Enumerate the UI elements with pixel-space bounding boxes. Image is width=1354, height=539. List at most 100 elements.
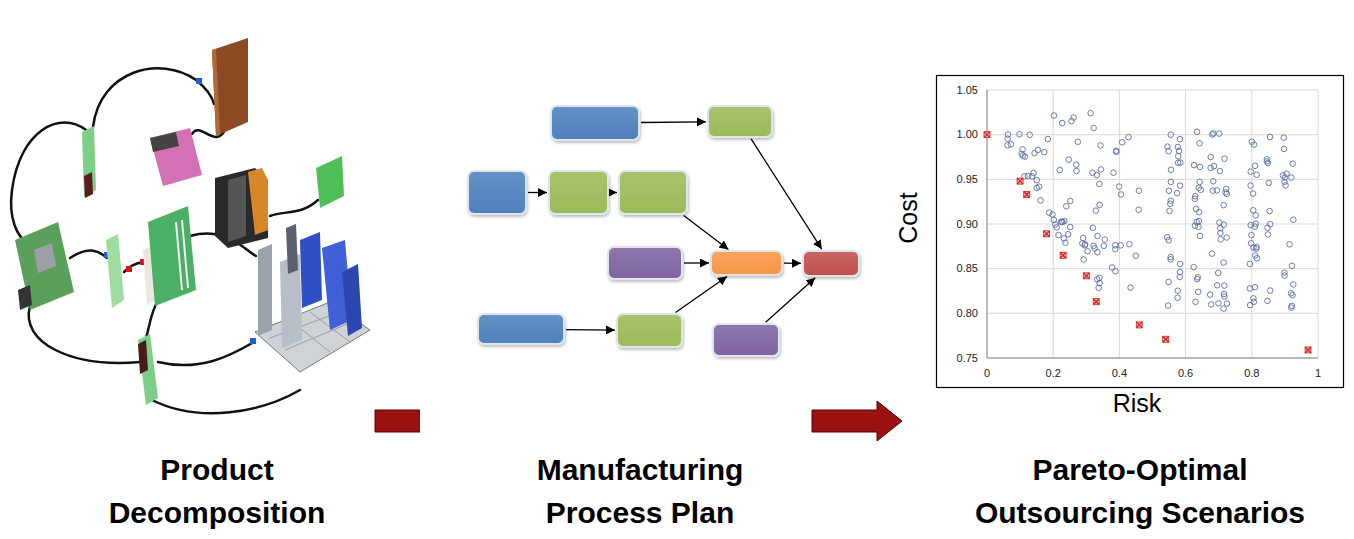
- scenario-point: [1113, 148, 1119, 154]
- scenario-point: [1221, 291, 1227, 297]
- scenario-point: [1167, 208, 1173, 214]
- flow-arrow: [641, 121, 706, 123]
- gridline: [987, 358, 1318, 359]
- scenario-point: [1054, 225, 1060, 231]
- power-supply: [248, 168, 268, 235]
- scenario-point: [1197, 233, 1203, 239]
- scenario-point: [1250, 208, 1256, 214]
- tick-label: 0.95: [957, 173, 978, 186]
- scenario-point: [1175, 288, 1181, 294]
- scenario-point: [1118, 243, 1124, 249]
- scenario-point: [1088, 110, 1094, 116]
- scenario-point: [1251, 299, 1257, 305]
- scenario-point: [1265, 232, 1271, 238]
- scenario-point: [1074, 168, 1080, 174]
- scenario-point: [1092, 246, 1098, 252]
- scenario-point: [1090, 170, 1096, 176]
- scenario-point: [1050, 212, 1056, 218]
- scenario-point: [1194, 129, 1200, 135]
- pareto-point: [1017, 178, 1023, 184]
- scenario-point: [1177, 136, 1183, 142]
- wire: [270, 200, 318, 216]
- scenario-point: [1056, 232, 1062, 238]
- wire: [29, 306, 140, 363]
- scenario-point: [1133, 253, 1139, 259]
- scenario-point: [1196, 218, 1202, 224]
- scenario-point: [1193, 299, 1199, 305]
- flow-arrow: [610, 192, 617, 193]
- tick-label: 0.8: [1244, 367, 1259, 380]
- scenario-point: [1017, 131, 1023, 137]
- scenario-point: [1224, 301, 1230, 307]
- chart-frame: [937, 76, 1344, 388]
- process-box: [707, 105, 773, 138]
- flow-arrow: [528, 192, 547, 193]
- scenario-point: [1222, 283, 1228, 289]
- tick-label: 0.80: [957, 307, 978, 320]
- axis-title: Cost: [893, 192, 923, 243]
- tick-label: 0.85: [957, 262, 978, 275]
- pcb-card: [34, 243, 56, 273]
- pareto-point: [1136, 322, 1142, 328]
- tick-label: 0.90: [957, 218, 978, 231]
- scenario-point: [1126, 134, 1132, 140]
- process-box: [548, 170, 609, 215]
- scenario-point: [1216, 301, 1222, 307]
- scenario-point: [1097, 181, 1103, 187]
- pareto-point: [1093, 299, 1099, 305]
- scenario-point: [1197, 140, 1203, 146]
- scenario-point: [1267, 208, 1273, 214]
- scenario-point: [1281, 146, 1287, 152]
- scenario-point: [1291, 217, 1297, 223]
- stage-arrow: [375, 401, 420, 440]
- pareto-point: [1024, 192, 1030, 198]
- tick-label: 0.6: [1178, 367, 1193, 380]
- scenario-point: [1038, 198, 1044, 204]
- pareto-point: [1083, 273, 1089, 279]
- scenario-point: [1094, 277, 1100, 283]
- pareto-point: [1163, 336, 1169, 342]
- scenario-point: [1045, 136, 1051, 142]
- scenario-point: [1210, 178, 1216, 184]
- pcb-card: [176, 222, 182, 290]
- scenario-point: [1073, 162, 1079, 168]
- gridline: [987, 90, 1318, 91]
- scenario-point: [1165, 303, 1171, 309]
- scenario-point: [1034, 185, 1040, 191]
- gridline: [1185, 90, 1186, 358]
- scenario-point: [1247, 302, 1253, 308]
- scenario-point: [1193, 206, 1199, 212]
- flow-arrow: [566, 329, 615, 331]
- chassis: [286, 224, 298, 274]
- tick-label: 0.75: [957, 352, 978, 365]
- scenario-point: [1027, 132, 1033, 138]
- pcb-card: [182, 220, 188, 288]
- scenario-point: [1081, 257, 1087, 263]
- scenario-point: [1112, 246, 1118, 252]
- pareto-point: [1305, 347, 1311, 353]
- scenario-point: [1082, 242, 1088, 248]
- flow-arrow: [684, 262, 709, 263]
- scenario-point: [1251, 142, 1257, 148]
- wire-connector: [196, 78, 202, 84]
- scenario-point: [1265, 298, 1271, 304]
- process-box: [618, 170, 688, 215]
- axis-title: Risk: [1113, 388, 1162, 418]
- pcb-card: [212, 49, 220, 136]
- wire: [93, 68, 214, 127]
- pareto-point: [1044, 231, 1050, 237]
- pareto-point: [984, 132, 990, 138]
- scenario-point: [1177, 261, 1183, 267]
- gridline: [1318, 90, 1319, 358]
- process-box: [550, 105, 640, 141]
- scenario-point: [1248, 183, 1254, 189]
- scenario-point: [1113, 268, 1119, 274]
- scenario-point: [1063, 240, 1069, 246]
- scenario-point: [1250, 191, 1256, 197]
- gridline: [987, 90, 988, 358]
- pareto-point: [1163, 336, 1169, 342]
- stage-arrow: [812, 401, 902, 441]
- pareto-point: [1305, 347, 1311, 353]
- scenario-point: [1289, 175, 1295, 181]
- scenario-point: [1290, 282, 1296, 288]
